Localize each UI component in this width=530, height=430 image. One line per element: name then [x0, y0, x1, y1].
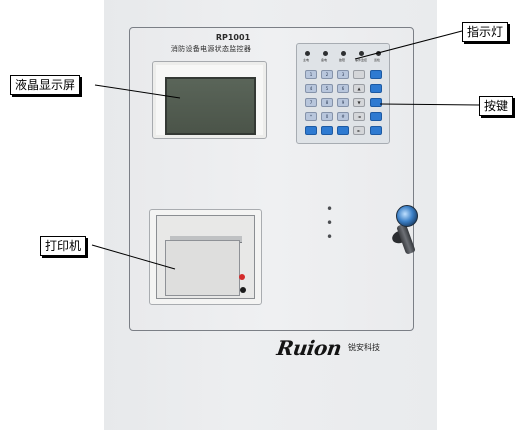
indicator-dots: • • •	[326, 202, 338, 244]
lcd-screen	[165, 77, 256, 135]
leader-printer	[91, 244, 176, 270]
led-fault	[341, 51, 346, 56]
key-9[interactable]: 9	[337, 98, 349, 107]
key-right[interactable]: ►	[353, 126, 365, 135]
key-6[interactable]: 6	[337, 84, 349, 93]
brand-name: 锐安科技	[348, 343, 380, 352]
key-0[interactable]: 0	[321, 112, 333, 121]
key-7[interactable]: 7	[305, 98, 317, 107]
callout-lcd: 液晶显示屏	[10, 75, 81, 95]
key-8[interactable]: 8	[321, 98, 333, 107]
key-func-b[interactable]	[370, 70, 382, 79]
key-5[interactable]: 5	[321, 84, 333, 93]
key-up[interactable]: ▲	[353, 84, 365, 93]
device-name: 消防设备电源状态监控器	[170, 45, 252, 53]
leader-keys	[379, 103, 480, 106]
lock-icon[interactable]	[396, 205, 418, 227]
model-number: RP1001	[215, 33, 251, 42]
led-main-power	[305, 51, 310, 56]
key-star[interactable]: *	[305, 112, 317, 121]
key-1[interactable]: 1	[305, 70, 317, 79]
leader-indicator	[354, 30, 463, 60]
key-func-e[interactable]	[370, 112, 382, 121]
led-backup-power	[323, 51, 328, 56]
callout-keys: 按键	[479, 96, 514, 116]
keypad-panel: 主电 备电 故障 事件监控 巡检 1 2 3 4 5 6 ▲ 7 8 9 ▼ *…	[296, 43, 390, 144]
led-inspection	[376, 51, 381, 56]
led-label-backup: 备电	[321, 58, 328, 62]
key-func-a[interactable]	[353, 70, 365, 79]
key-func-h[interactable]	[337, 126, 349, 135]
led-event	[359, 51, 364, 56]
printer-status-light	[239, 274, 245, 280]
callout-printer: 打印机	[40, 236, 87, 256]
led-label-event: 事件监控	[355, 58, 368, 62]
key-func-f[interactable]	[305, 126, 317, 135]
key-enter[interactable]	[370, 126, 382, 135]
callout-indicator: 指示灯	[462, 22, 509, 42]
key-2[interactable]: 2	[321, 70, 333, 79]
led-label-inspection: 巡检	[374, 58, 381, 62]
led-label-fault: 故障	[339, 58, 346, 62]
key-left[interactable]: ◄	[353, 112, 365, 121]
paper-cover[interactable]	[165, 240, 240, 296]
key-func-d[interactable]	[370, 98, 382, 107]
key-hash[interactable]: #	[337, 112, 349, 121]
key-func-g[interactable]	[321, 126, 333, 135]
paper-feed-button[interactable]	[240, 287, 246, 293]
led-label-main: 主电	[303, 58, 310, 62]
leader-lcd	[94, 84, 181, 99]
key-3[interactable]: 3	[337, 70, 349, 79]
key-down[interactable]: ▼	[353, 98, 365, 107]
key-func-c[interactable]	[370, 84, 382, 93]
key-4[interactable]: 4	[305, 84, 317, 93]
